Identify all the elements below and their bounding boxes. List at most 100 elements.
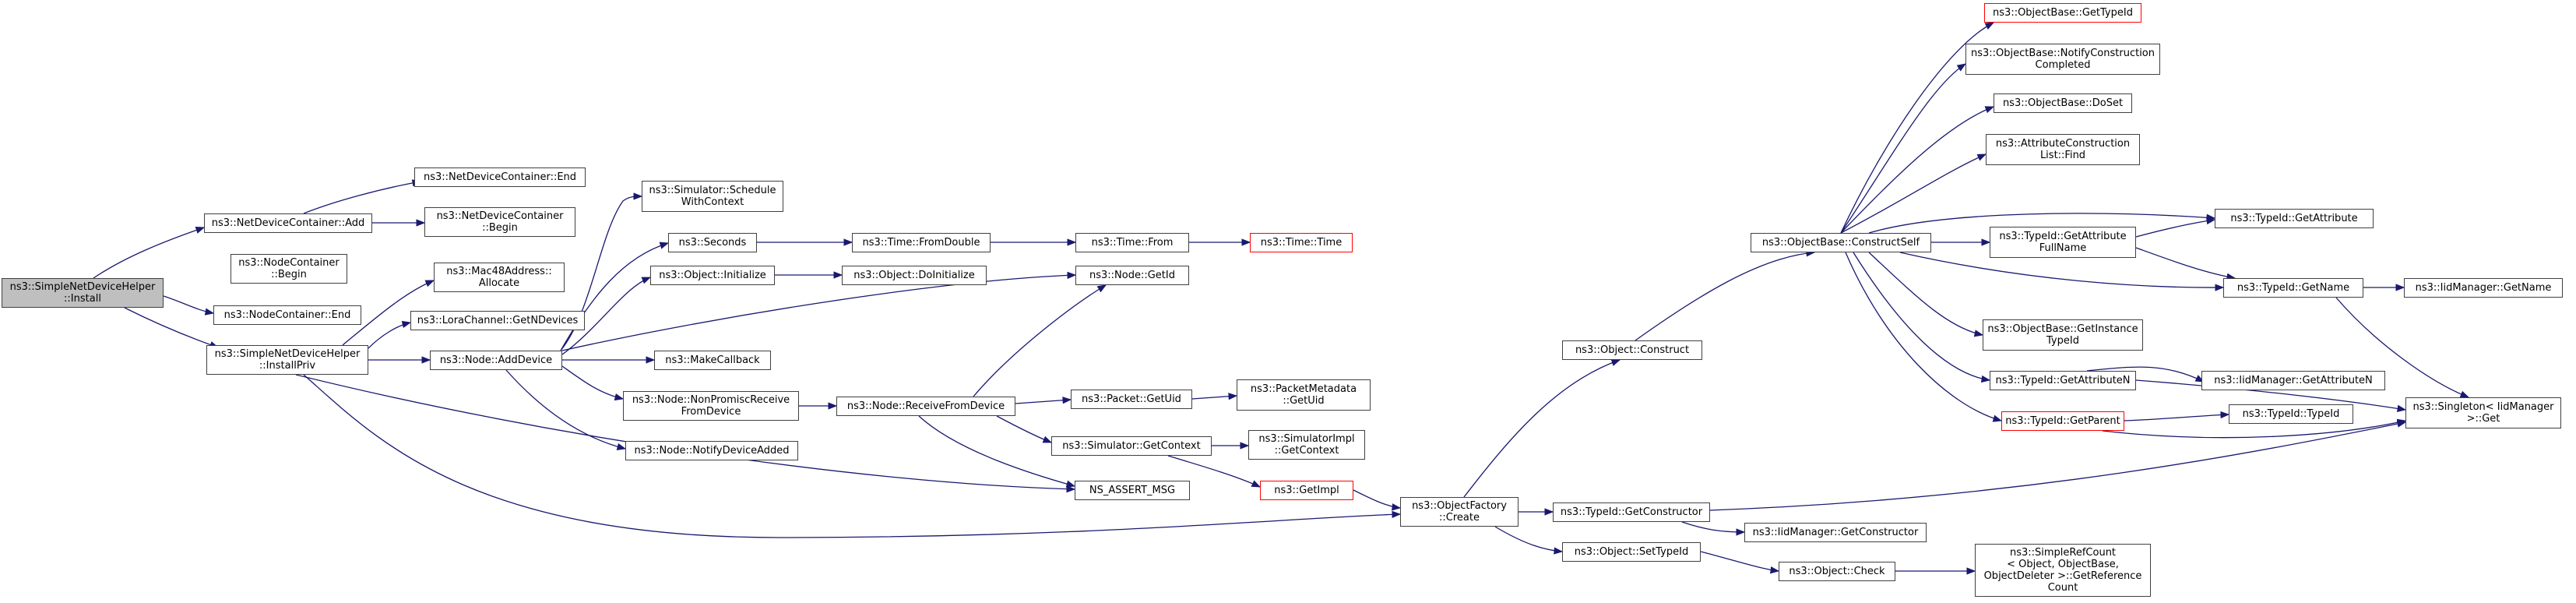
node-nc-end[interactable]: ns3::NodeContainer::End <box>213 305 361 325</box>
node-get-impl[interactable]: ns3::GetImpl <box>1260 481 1353 500</box>
node-assert-msg[interactable]: NS_ASSERT_MSG <box>1075 481 1190 500</box>
node-label-line: Completed <box>2035 59 2091 71</box>
edge-adddev-nonpromisc <box>561 365 625 401</box>
edge-install-install_priv <box>124 307 220 348</box>
node-label-line: ns3::Object::Check <box>1789 566 1885 577</box>
node-make-cb[interactable]: ns3::MakeCallback <box>654 351 771 370</box>
node-tid-getctor[interactable]: ns3::TypeId::GetConstructor <box>1553 503 1710 522</box>
node-label-line: ns3::Simulator::Schedule <box>649 185 776 196</box>
node-get-id[interactable]: ns3::Node::GetId <box>1075 266 1189 285</box>
node-iid-getctor[interactable]: ns3::IidManager::GetConstructor <box>1744 523 1927 542</box>
node-label-line: ns3::TypeId::GetAttributeN <box>1995 375 2131 386</box>
node-refcount[interactable]: ns3::SimpleRefCount< Object, ObjectBase,… <box>1975 544 2151 597</box>
node-pkt-uid[interactable]: ns3::Packet::GetUid <box>1071 390 1192 409</box>
node-tid-getattr[interactable]: ns3::TypeId::GetAttribute <box>2215 209 2374 228</box>
node-nc-begin[interactable]: ns3::NodeContainer::Begin <box>231 254 347 284</box>
node-label-line: ns3::IidManager::GetName <box>2415 282 2552 294</box>
node-mac48[interactable]: ns3::Mac48Address::Allocate <box>434 263 565 292</box>
node-label-line: ns3::Object::Construct <box>1575 344 1690 356</box>
node-construct-self[interactable]: ns3::ObjectBase::ConstructSelf <box>1751 233 1931 252</box>
edge-install-ndc_add <box>93 227 206 279</box>
node-obj-construct[interactable]: ns3::Object::Construct <box>1562 340 1702 360</box>
edge-cself-tid_getname <box>1899 252 2225 291</box>
edge-tparent-tid_typeid <box>2124 411 2230 421</box>
edge-ipriv-mac48 <box>342 280 435 346</box>
node-label-line: FromDevice <box>681 406 741 418</box>
node-tid-typeid[interactable]: ns3::TypeId::TypeId <box>2229 404 2353 424</box>
node-label-line: ns3::LoraChannel::GetNDevices <box>417 315 579 326</box>
edge-ipriv-of_create <box>303 374 1402 538</box>
node-notify-added[interactable]: ns3::Node::NotifyDeviceAdded <box>625 441 798 460</box>
node-time-time[interactable]: ns3::Time::Time <box>1250 233 1353 252</box>
node-add-device[interactable]: ns3::Node::AddDevice <box>430 351 562 370</box>
node-seconds[interactable]: ns3::Seconds <box>668 233 757 252</box>
node-iid-attr-n[interactable]: ns3::IidManager::GetAttributeN <box>2201 371 2385 390</box>
node-tid-attr-n[interactable]: ns3::TypeId::GetAttributeN <box>1990 371 2136 390</box>
node-ob-doset[interactable]: ns3::ObjectBase::DoSet <box>1994 93 2132 113</box>
edge-adddev-obj_init <box>561 277 652 355</box>
node-label-line: ns3::NetDeviceContainer <box>436 210 564 222</box>
edge-getname-singleton <box>2335 297 2470 398</box>
edge-cself-ob_gettid <box>1840 22 1995 234</box>
node-label-line: ObjectDeleter >::GetReference <box>1983 570 2142 582</box>
node-time-from[interactable]: ns3::Time::From <box>1075 233 1189 252</box>
edge-settid-check <box>1700 551 1780 574</box>
node-lora[interactable]: ns3::LoraChannel::GetNDevices <box>410 311 585 330</box>
edge-cself-ob_notify <box>1840 63 1966 234</box>
node-label-line: ns3::ObjectBase::NotifyConstruction <box>1971 48 2155 59</box>
node-obj-check[interactable]: ns3::Object::Check <box>1779 562 1895 581</box>
node-label-line: ns3::Node::AddDevice <box>439 354 553 366</box>
node-label-line: ns3::Time::FromDouble <box>862 237 980 249</box>
node-label-line: ns3::TypeId::GetParent <box>2005 415 2120 427</box>
node-label-line: ns3::Seconds <box>678 237 747 249</box>
edge-cself-acl_find <box>1840 153 1987 234</box>
node-label-line: ns3::Node::NonPromiscReceive <box>632 394 790 406</box>
node-ndc-begin[interactable]: ns3::NetDeviceContainer::Begin <box>424 207 575 237</box>
edge-ipriv-lora <box>368 320 412 349</box>
node-pm-uid[interactable]: ns3::PacketMetadata::GetUid <box>1237 379 1371 411</box>
node-ndc-add[interactable]: ns3::NetDeviceContainer::Add <box>204 213 372 233</box>
node-ob-gettid[interactable]: ns3::ObjectBase::GetTypeId <box>1984 3 2141 23</box>
node-install-priv[interactable]: ns3::SimpleNetDeviceHelper::InstallPriv <box>206 345 368 375</box>
node-tid-getname[interactable]: ns3::TypeId::GetName <box>2223 278 2363 298</box>
node-label-line: NS_ASSERT_MSG <box>1089 485 1176 496</box>
node-label-line: ns3::SimpleRefCount <box>2009 547 2117 559</box>
node-label-line: ns3::SimpleNetDeviceHelper <box>9 281 156 293</box>
node-singleton[interactable]: ns3::Singleton< IidManager >::Get <box>2405 397 2561 428</box>
edge-tparent-singleton <box>2102 418 2407 439</box>
node-recv-from[interactable]: ns3::Node::ReceiveFromDevice <box>836 397 1015 416</box>
node-from-double[interactable]: ns3::Time::FromDouble <box>852 233 991 252</box>
edge-construct-cself <box>1635 249 1816 341</box>
node-label-line: ns3::ObjectFactory <box>1412 500 1507 512</box>
edge-recv-sim_ctx <box>996 415 1053 443</box>
edge-tattrn-iid_attr_n <box>2086 366 2205 383</box>
edge-cself-tid_attr_n <box>1853 252 1991 383</box>
node-do-init[interactable]: ns3::Object::DoInitialize <box>842 266 987 285</box>
node-tid-parent[interactable]: ns3::TypeId::GetParent <box>2001 411 2124 431</box>
node-ndc-end[interactable]: ns3::NetDeviceContainer::End <box>414 168 586 187</box>
node-label-line: ::InstallPriv <box>259 360 316 372</box>
node-label-line: ns3::NodeContainer <box>238 257 340 269</box>
node-install[interactable]: ns3::SimpleNetDeviceHelper::Install <box>2 278 164 308</box>
node-label-line: >::Get <box>2466 413 2500 425</box>
node-label-line: List::Find <box>2039 150 2086 161</box>
node-obj-init[interactable]: ns3::Object::Initialize <box>650 266 775 285</box>
node-label-line: ns3::MakeCallback <box>665 354 760 366</box>
node-label-line: ::Begin <box>482 222 518 234</box>
node-simimpl-ctx[interactable]: ns3::SimulatorImpl::GetContext <box>1248 430 1365 460</box>
node-label-line: ::GetContext <box>1274 445 1339 457</box>
node-iid-getname[interactable]: ns3::IidManager::GetName <box>2404 278 2563 298</box>
node-label-line: Allocate <box>478 277 520 289</box>
node-label-line: ::Install <box>64 293 101 305</box>
node-of-create[interactable]: ns3::ObjectFactory::Create <box>1400 497 1519 527</box>
node-sim-ctx[interactable]: ns3::Simulator::GetContext <box>1051 436 1212 456</box>
node-obj-settid[interactable]: ns3::Object::SetTypeId <box>1562 542 1701 562</box>
node-label-line: ::Create <box>1439 512 1480 524</box>
node-label-line: < Object, ObjectBase, <box>2007 559 2119 570</box>
